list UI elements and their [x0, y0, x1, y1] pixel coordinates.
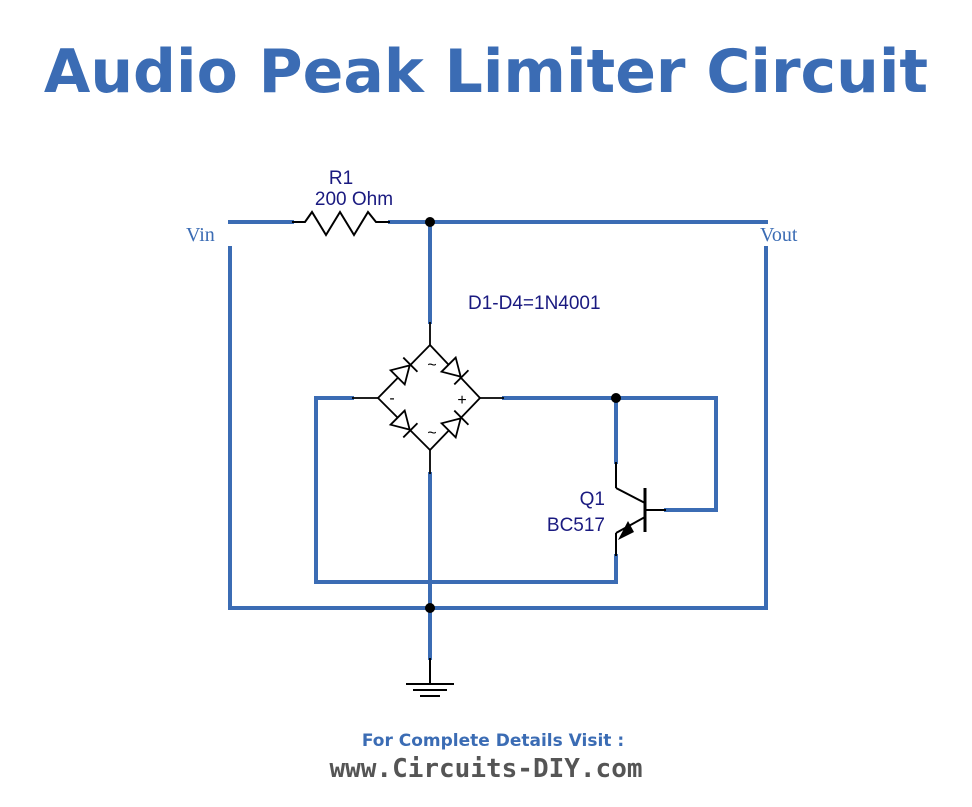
- q1-name: Q1: [580, 489, 605, 510]
- bridge-plus-label: +: [457, 392, 466, 409]
- bridge-rectifier: [352, 322, 504, 474]
- q1-part: BC517: [547, 515, 605, 536]
- r1-name: R1: [329, 168, 353, 189]
- wires: [228, 220, 768, 660]
- junction-ground: [425, 603, 435, 613]
- resistor-r1: [292, 210, 390, 237]
- vout-label: Vout: [760, 224, 798, 246]
- bridge-ac-bottom-label: ~: [427, 425, 436, 442]
- junction-top: [425, 217, 435, 227]
- diode-d2: [439, 355, 470, 386]
- diode-d4: [439, 409, 470, 440]
- diode-d3: [388, 408, 419, 439]
- vin-label: Vin: [186, 224, 215, 246]
- footer-website-link[interactable]: www.Circuits-DIY.com: [329, 754, 643, 784]
- diode-d1: [388, 356, 419, 387]
- footer-caption: For Complete Details Visit :: [361, 731, 625, 751]
- emitter-arrow-icon: [618, 521, 634, 540]
- r1-value: 200 Ohm: [315, 189, 393, 210]
- bridge-minus-label: -: [389, 390, 394, 407]
- page-title: Audio Peak Limiter Circuit: [43, 37, 929, 107]
- junctions: [425, 217, 621, 613]
- bridge-ac-top-label: ~: [427, 357, 436, 374]
- ground-icon: [406, 658, 454, 697]
- diodes-label: D1-D4=1N4001: [468, 293, 601, 314]
- transistor-q1: [615, 462, 666, 556]
- junction-plus: [611, 393, 621, 403]
